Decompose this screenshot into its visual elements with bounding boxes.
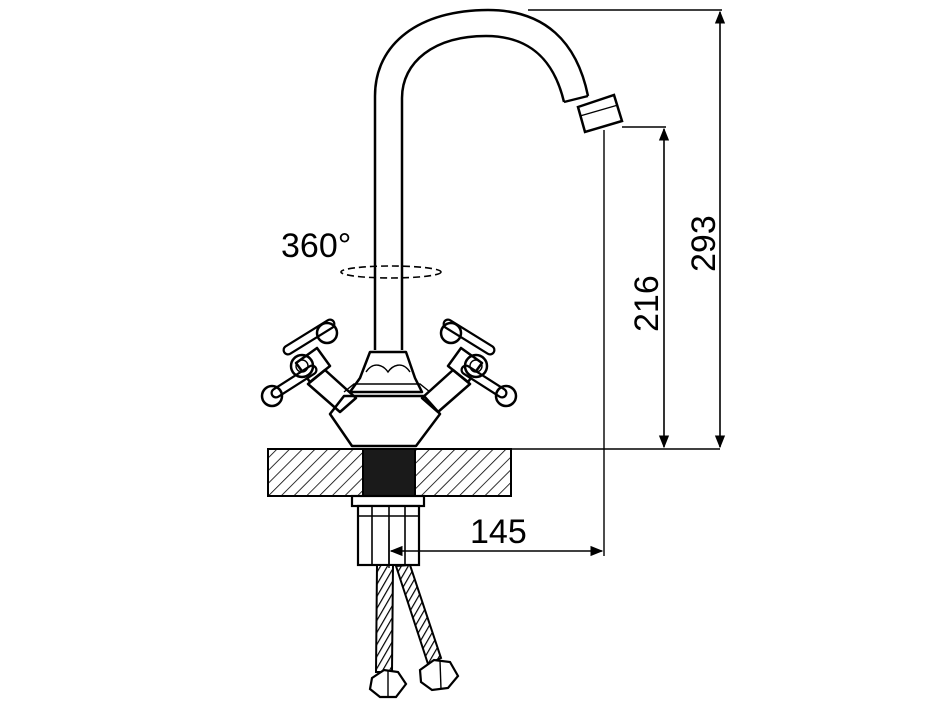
- countertop: [267, 448, 720, 497]
- spout-reach-value: 145: [470, 513, 527, 551]
- gooseneck-spout: [373, 8, 624, 350]
- total-height-value: 293: [685, 215, 723, 272]
- left-cross-handle: [260, 318, 358, 414]
- dimension-total-height: 293: [528, 9, 726, 449]
- mounting-nut: [350, 494, 426, 567]
- right-cross-handle: [420, 318, 518, 414]
- supply-hoses: [368, 563, 460, 699]
- rotation-label: 360°: [281, 227, 351, 265]
- dimension-spout-height: 216: [622, 126, 670, 449]
- rotation-indicator: 360°: [281, 227, 442, 279]
- spout-height-value: 216: [628, 275, 666, 332]
- dimension-spout-reach: 145: [388, 130, 605, 568]
